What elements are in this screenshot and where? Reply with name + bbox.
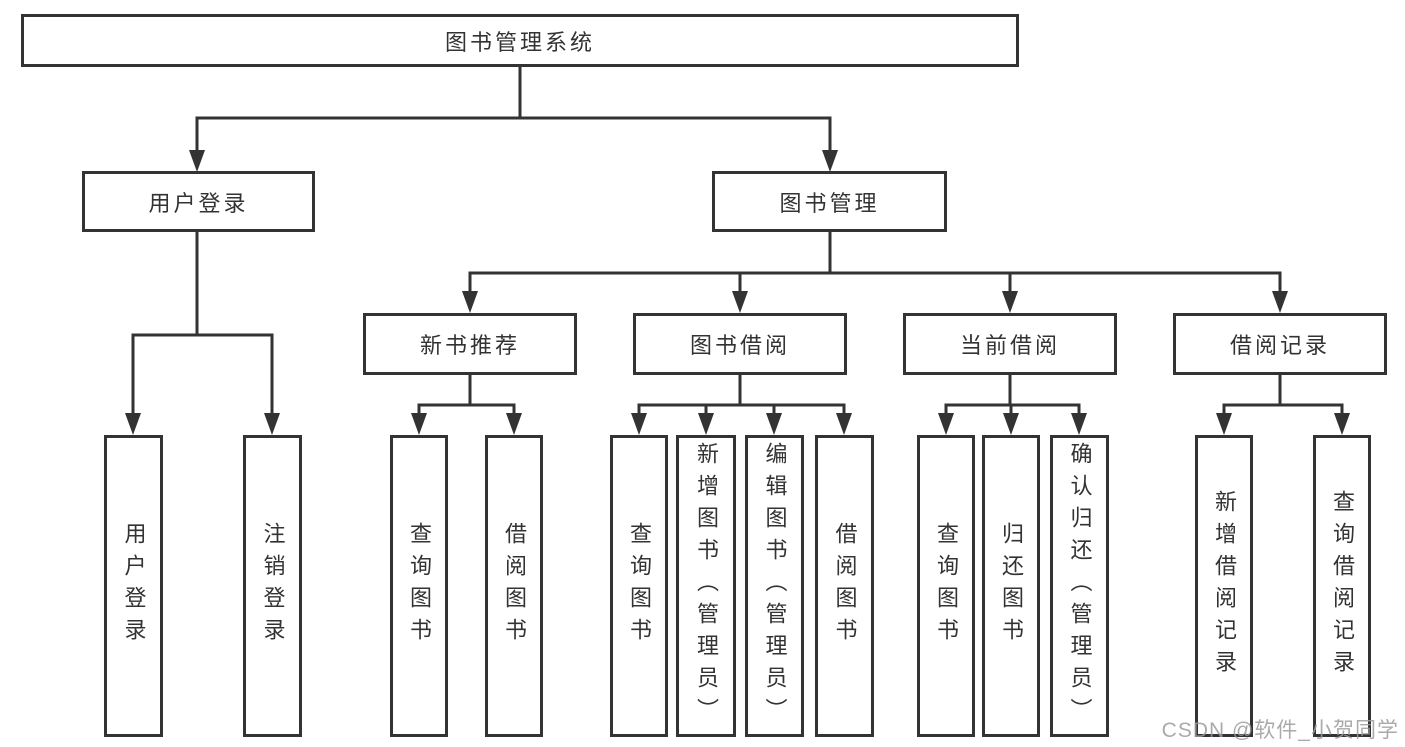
node-leaf-query-borrow-record: 查询借阅记录 [1313,435,1371,737]
node-label: 查询图书 [934,522,959,650]
node-label: 新增图书（管理员） [694,442,719,730]
node-leaf-edit-books-admin: 编辑图书（管理员） [745,435,804,737]
node-label: 注销登录 [260,522,286,650]
node-new-book-recommend: 新书推荐 [363,313,577,375]
node-label: 查询图书 [627,522,652,650]
node-label: 查询图书 [407,522,432,650]
node-leaf-return-books: 归还图书 [982,435,1040,737]
node-borrow-records: 借阅记录 [1173,313,1387,375]
node-label: 借阅记录 [1229,333,1330,358]
node-label: 用户登录 [148,190,249,216]
node-label: 新书推荐 [419,333,520,358]
node-label: 借阅图书 [502,522,527,650]
node-leaf-logout: 注销登录 [243,435,302,737]
node-label: 借阅图书 [832,522,858,650]
node-label: 编辑图书（管理员） [762,442,788,730]
node-user-login: 用户登录 [82,171,315,232]
node-label: 归还图书 [999,522,1024,650]
node-leaf-user-login: 用户登录 [104,435,163,737]
node-leaf-confirm-return-admin: 确认归还（管理员） [1050,435,1109,737]
node-label: 用户登录 [121,522,147,650]
node-leaf-query-books-1: 查询图书 [390,435,448,737]
node-label: 图书管理 [779,190,880,216]
node-leaf-add-borrow-record: 新增借阅记录 [1195,435,1253,737]
csdn-watermark: CSDN @软件_小贺同学 [1161,719,1399,742]
node-current-borrow: 当前借阅 [903,313,1117,375]
node-label: 新增借阅记录 [1212,490,1237,682]
node-label: 查询借阅记录 [1330,490,1355,682]
node-leaf-borrow-books-2: 借阅图书 [815,435,874,737]
node-label: 图书借阅 [689,333,790,358]
node-book-management: 图书管理 [712,171,947,232]
node-label: 图书管理系统 [444,29,595,55]
node-leaf-query-books-3: 查询图书 [917,435,975,737]
node-label: 确认归还（管理员） [1067,442,1093,730]
node-leaf-add-books-admin: 新增图书（管理员） [676,435,736,737]
arrow-down-icon [125,150,1350,435]
node-library-system: 图书管理系统 [21,14,1019,67]
node-leaf-borrow-books-1: 借阅图书 [485,435,543,737]
node-leaf-query-books-2: 查询图书 [610,435,668,737]
node-label: 当前借阅 [959,333,1060,358]
node-book-borrow: 图书借阅 [633,313,847,375]
